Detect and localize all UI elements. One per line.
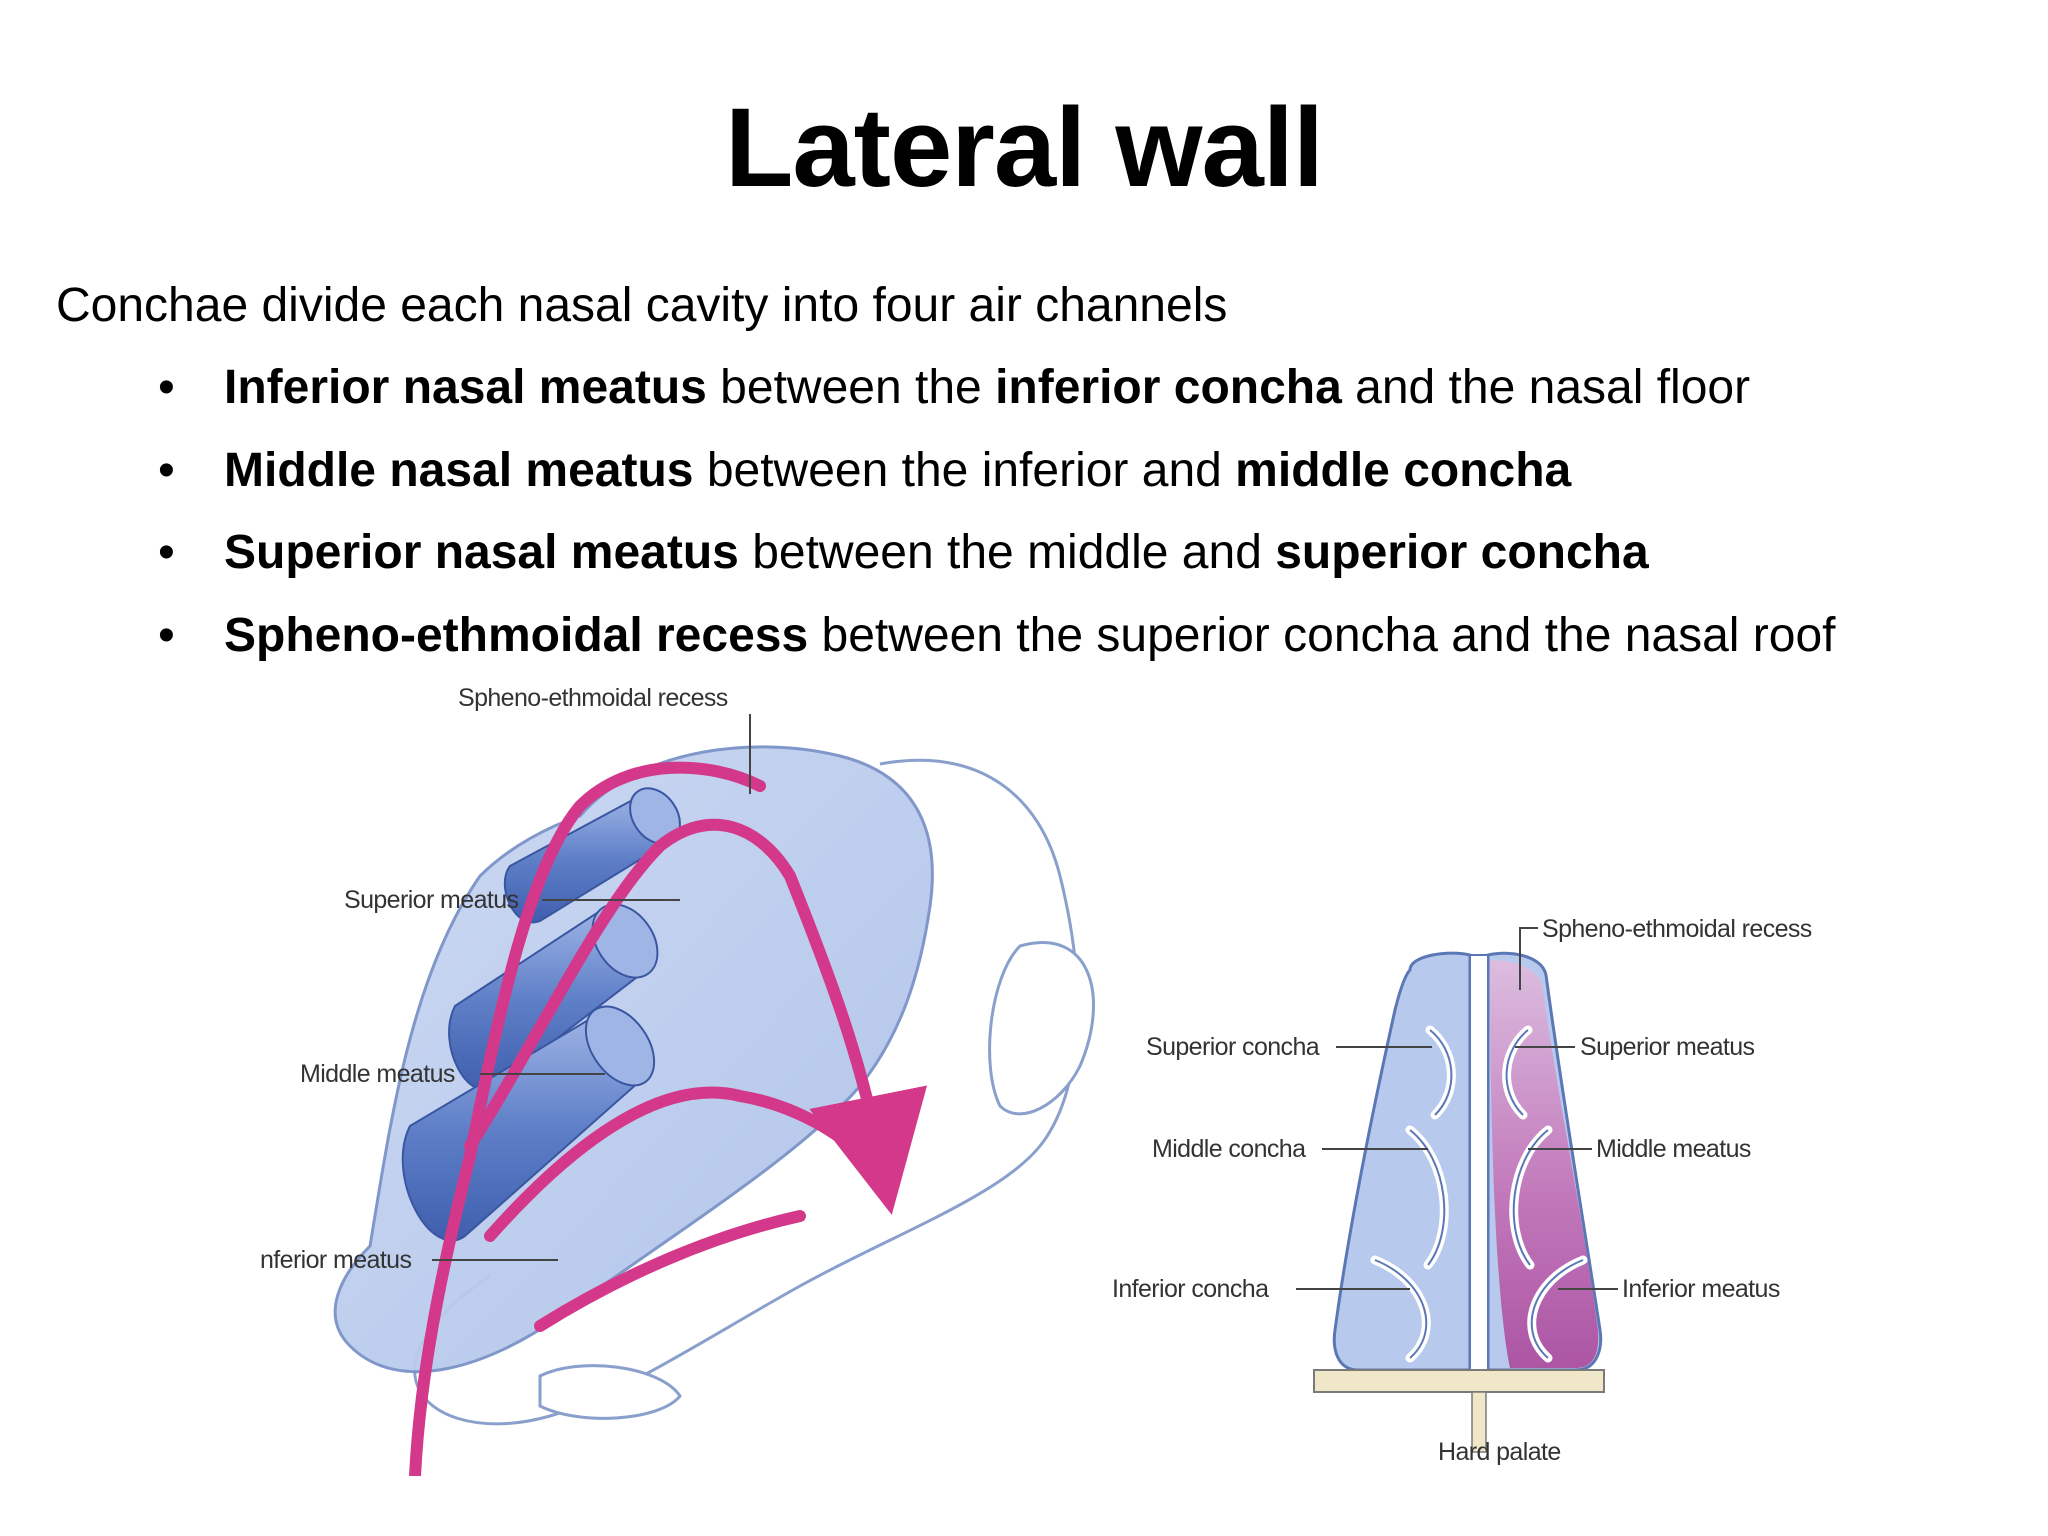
palate-stem (1471, 1391, 1487, 1453)
bullet-text-part: and the nasal floor (1341, 361, 1751, 414)
bullet-dot: • (158, 526, 175, 579)
bullet-text: Middle nasal meatus between the inferior… (224, 441, 1571, 501)
label-hard-palate: Hard palate (1438, 1438, 1561, 1466)
right-conchae-outline (1505, 1029, 1584, 1359)
cartilage-outline (988, 941, 1095, 1116)
airflow-arrows (409, 761, 928, 1476)
bullet-text-part: between the middle and (738, 526, 1276, 579)
label-middle-meatus: Middle meatus (1596, 1135, 1751, 1163)
slide-title: Lateral wall (724, 85, 1324, 210)
right-airflow-shading (1490, 960, 1599, 1368)
bullet-text: Spheno-ethmoidal recess between the supe… (224, 606, 1836, 666)
bullet-bold-term: Superior nasal meatus (224, 526, 739, 579)
bullet-text-part: between the (706, 361, 996, 414)
label-superior-meatus: Superior meatus (344, 886, 519, 914)
bullet-text: Superior nasal meatus between the middle… (224, 523, 1649, 583)
label-superior-meatus: Superior meatus (1580, 1033, 1755, 1061)
label-inferior-meatus: Inferior meatus (1622, 1275, 1780, 1303)
label-inferior-meatus: nferior meatus (260, 1246, 411, 1274)
bullet-bold-term: middle concha (1235, 444, 1572, 497)
bullet-dot: • (158, 609, 175, 662)
coronal-section-figure: Spheno-ethmoidal recess Superior concha … (1112, 915, 1812, 1466)
bullet-bold-term: Middle nasal meatus (224, 444, 694, 497)
intro-text: Conchae divide each nasal cavity into fo… (56, 279, 1228, 332)
label-inferior-concha: Inferior concha (1112, 1275, 1269, 1303)
leader-line (1519, 927, 1538, 990)
label-middle-concha: Middle concha (1152, 1135, 1306, 1163)
bullet-dot: • (158, 444, 175, 497)
label-middle-meatus: Middle meatus (300, 1060, 455, 1088)
nasal-septum (1469, 954, 1489, 1386)
lateral-wall-figure: Spheno-ethmoidal recess Superior meatus … (260, 684, 1095, 1476)
left-cavity (1332, 951, 1472, 1372)
bullet-bold-term: Inferior nasal meatus (224, 361, 707, 414)
nostril-outline (538, 1364, 682, 1420)
bullet-text-part: between the superior concha and the nasa… (808, 609, 1836, 662)
left-conchae-outline (1374, 1029, 1453, 1359)
bullet-text-part: between the inferior and (693, 444, 1236, 497)
label-spheno-ethmoidal-recess: Spheno-ethmoidal recess (1542, 915, 1812, 943)
label-spheno-ethmoidal-recess: Spheno-ethmoidal recess (458, 684, 728, 712)
label-superior-concha: Superior concha (1146, 1033, 1320, 1061)
bullet-text: Inferior nasal meatus between the inferi… (224, 358, 1750, 418)
bullet-bold-term: superior concha (1275, 526, 1649, 579)
bullet-dot: • (158, 361, 175, 414)
bullet-bold-term: Spheno-ethmoidal recess (224, 609, 809, 662)
hard-palate (1313, 1369, 1605, 1393)
bullet-bold-term: inferior concha (995, 361, 1342, 414)
superior-concha (503, 787, 681, 924)
